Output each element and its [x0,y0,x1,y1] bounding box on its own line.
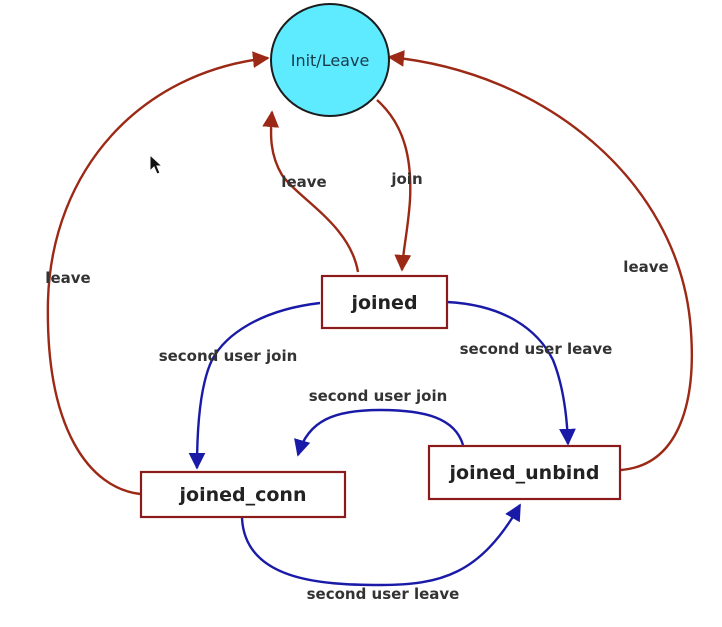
edge-joined-unbind-leave-to-init [387,50,693,472]
edge-label-join: join [390,170,422,188]
edge-joined-second-leave-to-unbind [446,300,576,446]
node-joined-conn[interactable]: joined_conn [139,470,347,519]
joined-conn-label: joined_conn [179,484,307,506]
edge-label-second-join-unbind: second user join [309,387,448,405]
init-leave-circle [270,3,390,117]
edge-joined-second-join-to-conn [188,301,321,470]
edge-joined-leave-to-init [262,110,360,273]
edge-label-leave-conn: leave [45,269,90,287]
edge-label-leave-unbind: leave [623,258,668,276]
joined-label: joined [350,292,417,314]
mouse-pointer-icon [149,153,164,175]
joined-unbind-box [427,444,622,501]
edge-label-second-leave-conn: second user leave [307,585,460,603]
node-joined-unbind[interactable]: joined_unbind [427,444,622,501]
joined-unbind-label: joined_unbind [449,462,600,484]
edge-joined-conn-leave-to-init [46,51,270,496]
joined-box [320,274,449,330]
edge-label-second-leave-joined: second user leave [460,340,613,358]
edge-unbind-second-join-to-conn [294,408,465,457]
edge-label-second-join-joined: second user join [159,347,298,365]
init-leave-label: Init/Leave [291,51,370,70]
node-joined[interactable]: joined [320,274,449,330]
edge-label-leave-joined: leave [281,173,326,191]
joined-conn-box [139,470,347,519]
node-init-leave[interactable]: Init/Leave [270,3,390,117]
edge-init-join-to-joined [376,99,412,272]
edge-conn-second-leave-to-unbind [240,503,522,587]
